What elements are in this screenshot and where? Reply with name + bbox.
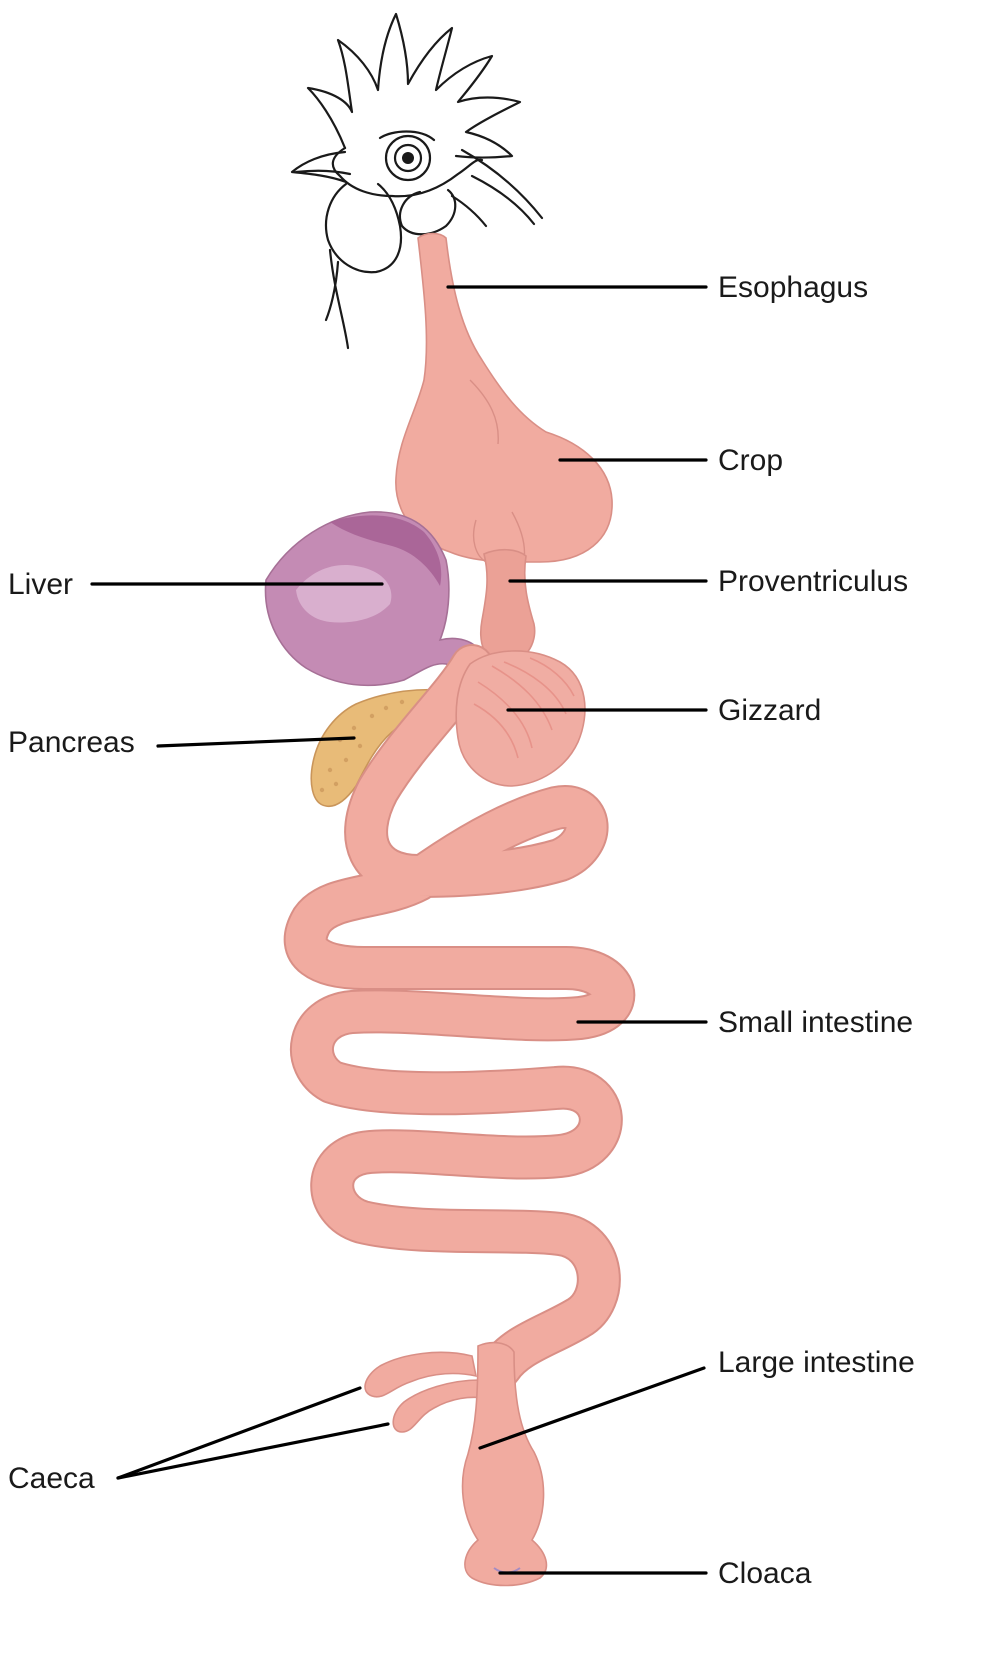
leader-caeca-1	[116, 1386, 362, 1480]
rooster-head-illustration	[290, 12, 544, 350]
rooster-earlobe	[398, 188, 457, 236]
esophagus-crop	[395, 232, 613, 563]
large-intestine-cloaca-organ	[461, 1341, 548, 1587]
label-small-intestine: Small intestine	[718, 1006, 913, 1039]
rooster-comb	[306, 12, 522, 159]
gizzard-organ	[455, 650, 586, 787]
label-crop: Crop	[718, 444, 783, 477]
eye-icon	[378, 130, 436, 182]
label-pancreas: Pancreas	[8, 726, 135, 759]
label-cloaca: Cloaca	[718, 1557, 812, 1590]
label-gizzard: Gizzard	[718, 694, 821, 727]
leader-lines	[90, 285, 708, 1575]
label-esophagus: Esophagus	[718, 271, 868, 304]
label-caeca: Caeca	[8, 1462, 95, 1495]
rooster-head	[331, 146, 484, 198]
rooster-beak	[290, 150, 352, 184]
label-large-intestine: Large intestine	[718, 1346, 915, 1379]
rooster-hackle-feathers	[324, 148, 544, 350]
label-proventriculus: Proventriculus	[718, 565, 908, 598]
labels: Esophagus Crop Proventriculus Gizzard Li…	[8, 271, 915, 1590]
leader-large-intestine	[478, 1366, 706, 1450]
leader-caeca-2	[116, 1422, 390, 1480]
intestinal-tract	[283, 644, 636, 1390]
caeca-organ	[364, 1351, 486, 1433]
proventriculus-organ	[480, 548, 536, 665]
pancreas-texture	[319, 699, 405, 793]
rooster-wattle	[324, 182, 402, 274]
label-liver: Liver	[8, 568, 73, 601]
leader-pancreas	[156, 736, 356, 748]
